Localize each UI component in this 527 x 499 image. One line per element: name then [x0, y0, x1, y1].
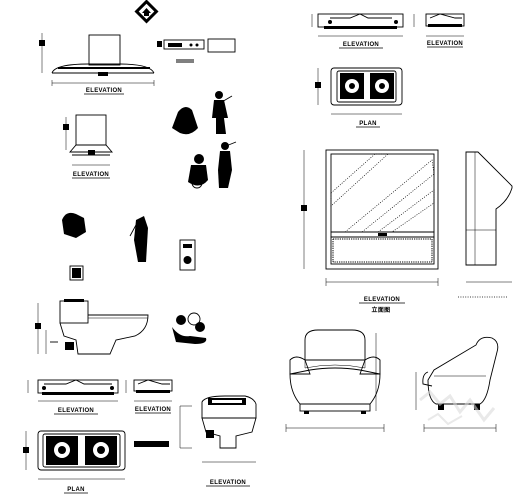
range-hood-elevation-large: ELEVATION — [39, 33, 155, 95]
toilet-elevation — [35, 299, 149, 355]
tv-elevation: ELEVATION 立面图 — [301, 149, 439, 314]
washer-elevation: ELEVATION — [179, 395, 257, 487]
label-stove-top-left: ELEVATION — [343, 42, 379, 48]
figure-icon — [62, 91, 237, 281]
house-logo-icon — [134, 0, 159, 24]
stove-bottom-left: ELEVATION ELEVATION PLAN — [23, 379, 173, 494]
stove-top-right: ELEVATION ELEVATION PLAN — [311, 13, 465, 128]
label-tv-caption: 立面图 — [372, 306, 391, 314]
armchair-front-elevation — [285, 329, 385, 432]
armchair-side-elevation — [415, 336, 499, 432]
label-hood-large: ELEVATION — [86, 88, 122, 94]
solid-bar — [134, 441, 169, 447]
label-tv: ELEVATION — [364, 297, 400, 303]
label-stove-bottom-left: ELEVATION — [58, 408, 94, 414]
watermark — [419, 389, 496, 426]
small-appliance-elevation — [157, 38, 236, 63]
label-hood-small: ELEVATION — [73, 172, 109, 178]
range-hood-elevation-small: ELEVATION — [63, 114, 113, 179]
tv-side-elevation — [458, 151, 513, 298]
label-stove-plan-bottom: PLAN — [67, 487, 85, 493]
label-stove-top-right: ELEVATION — [427, 41, 463, 47]
label-stove-bottom-right: ELEVATION — [135, 407, 171, 413]
label-washer: ELEVATION — [210, 480, 246, 486]
toy-icon — [172, 312, 207, 344]
label-stove-plan-top: PLAN — [359, 121, 377, 127]
